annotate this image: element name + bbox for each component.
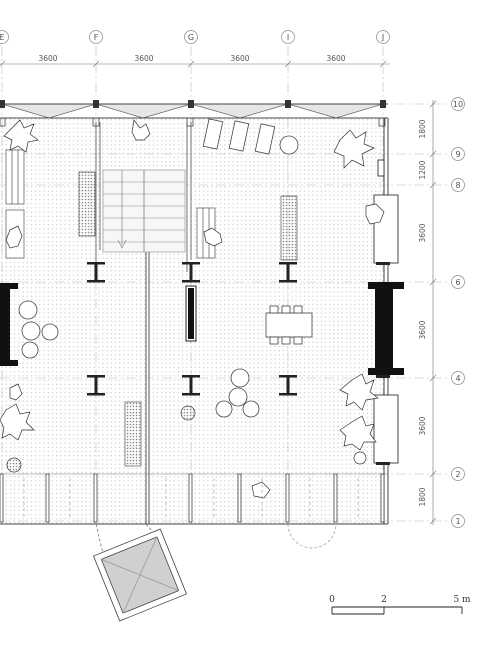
plants xyxy=(0,119,379,473)
grid-label-2: 2 xyxy=(455,470,460,479)
dim-top-1: 3600 xyxy=(38,54,57,63)
grid-label-f: F xyxy=(94,33,99,42)
round-side-table xyxy=(180,405,196,421)
dimension-right xyxy=(429,100,437,525)
dim-right-3: 3600 xyxy=(418,223,427,242)
dim-top-3: 3600 xyxy=(230,54,249,63)
grid-label-j: J xyxy=(381,33,384,42)
dim-top-4: 3600 xyxy=(326,54,345,63)
column-g6 xyxy=(185,285,197,342)
dim-right-2: 1200 xyxy=(418,160,427,179)
facade-posts-bottom xyxy=(0,473,385,523)
dimension-top xyxy=(0,60,390,68)
scale-label-mid: 2 xyxy=(381,595,387,605)
facade-dashes xyxy=(23,478,359,520)
grid-bubbles-right: 10 9 8 6 4 2 1 xyxy=(451,97,465,528)
roof-canopy xyxy=(1,103,384,119)
grid-label-1: 1 xyxy=(455,517,460,526)
columns-top xyxy=(0,100,386,108)
lounge-chairs xyxy=(202,118,299,155)
dim-right-5: 3600 xyxy=(418,416,427,435)
wall-left xyxy=(0,283,18,366)
grid-label-e: E xyxy=(0,33,5,42)
grid-label-4: 4 xyxy=(455,374,460,383)
staircase xyxy=(102,169,186,253)
chair-group-left xyxy=(18,300,59,359)
grid-label-8: 8 xyxy=(455,181,460,190)
grid-label-g: G xyxy=(188,33,194,42)
right-window-posts xyxy=(376,262,390,465)
grid-label-6: 6 xyxy=(455,278,460,287)
dim-right-6: 1800 xyxy=(418,487,427,506)
dim-right-4: 3600 xyxy=(418,320,427,339)
grid-bubbles-top: E F G I J xyxy=(0,30,390,44)
scale-label-end: 5 m xyxy=(453,595,471,605)
grid-label-i: I xyxy=(287,33,289,42)
grid-label-10: 10 xyxy=(453,100,463,109)
grid-label-9: 9 xyxy=(455,150,460,159)
chair-group-center xyxy=(215,368,260,418)
dim-top-2: 3600 xyxy=(134,54,153,63)
i-beam-columns xyxy=(87,262,297,396)
scale-bar xyxy=(331,606,463,615)
columns-top-outline xyxy=(0,117,386,127)
dim-right-1: 1800 xyxy=(418,119,427,138)
partition-lines xyxy=(0,122,388,524)
people-figures xyxy=(5,119,385,499)
dining-table xyxy=(265,305,313,345)
entrance-pavilion xyxy=(92,523,188,622)
door-swing xyxy=(287,523,337,549)
planter-boxes xyxy=(78,171,298,467)
wall-right xyxy=(368,282,404,375)
scale-label-zero: 0 xyxy=(329,595,335,605)
